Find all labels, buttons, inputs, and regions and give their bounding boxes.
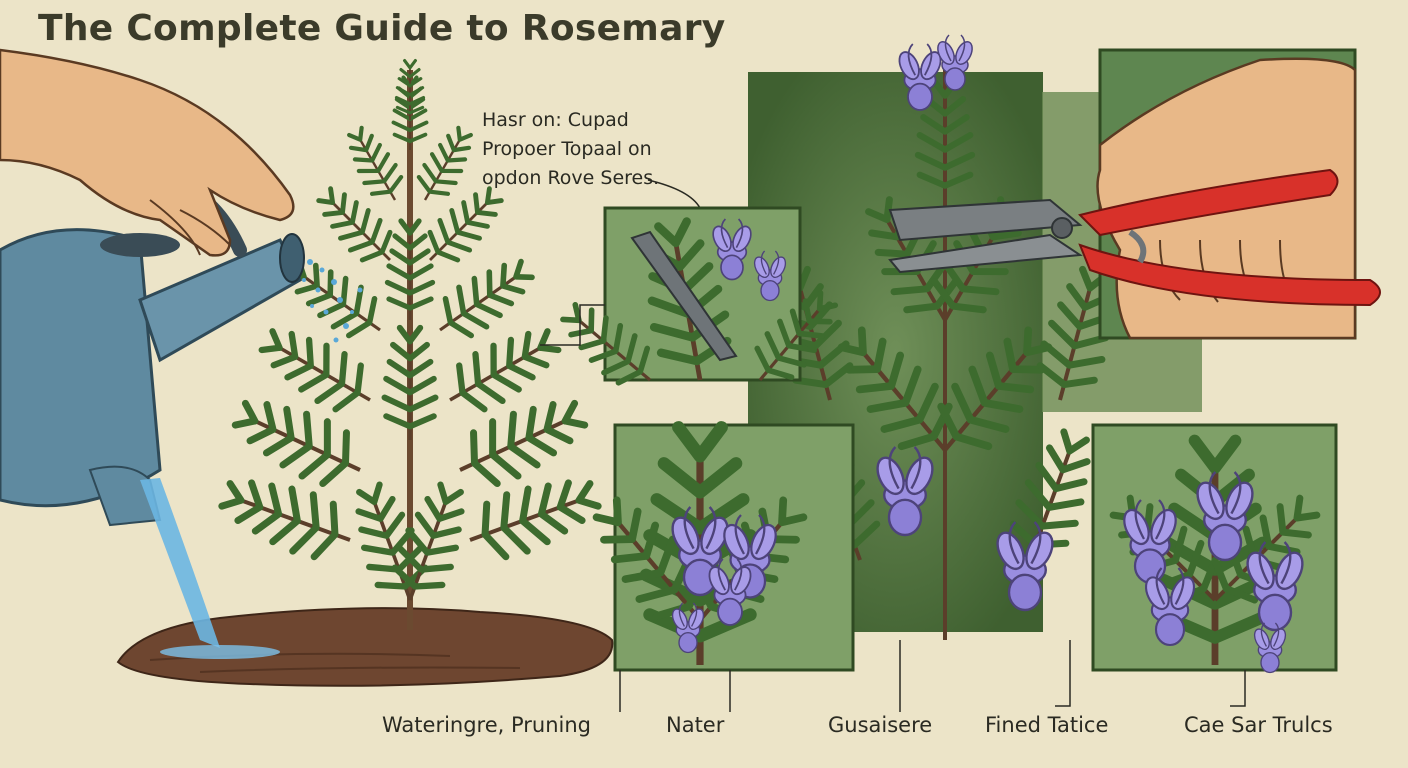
hand-icon [0,48,295,257]
callout-line-2: Propoer Topaal on [482,138,652,160]
pruning-shears-icon [888,168,1381,307]
inset-panel-shears-closeup [554,206,847,398]
caption-gusaisere: Gusaisere [828,713,933,737]
page-title: The Complete Guide to Rosemary [38,8,726,49]
soil-mound [116,607,614,687]
caption-fined-tatice: Fined Tatice [985,713,1109,737]
watering-can-icon [0,169,305,527]
water-stream [140,259,363,659]
inset-panel-flowers-1 [581,425,855,672]
callout-text: Hasr on: Cupad Propoer Topaal on opdon R… [482,106,659,193]
callout-leader [647,179,701,209]
center-sprigs [767,34,1123,640]
caption-watering-pruning: Wateringre, Pruning [382,713,592,737]
caption-leaders [540,304,1246,712]
caption-cae-sar-trulcs: Cae Sar Trulcs [1184,713,1333,737]
caption-nater: Nater [666,713,725,737]
callout-line-3: opdon Rove Seres. [482,167,660,189]
rosemary-plant-icon [216,59,605,630]
inset-panel-flowers-2 [1091,423,1338,674]
callout-line-1: Hasr on: Cupad [482,109,629,131]
